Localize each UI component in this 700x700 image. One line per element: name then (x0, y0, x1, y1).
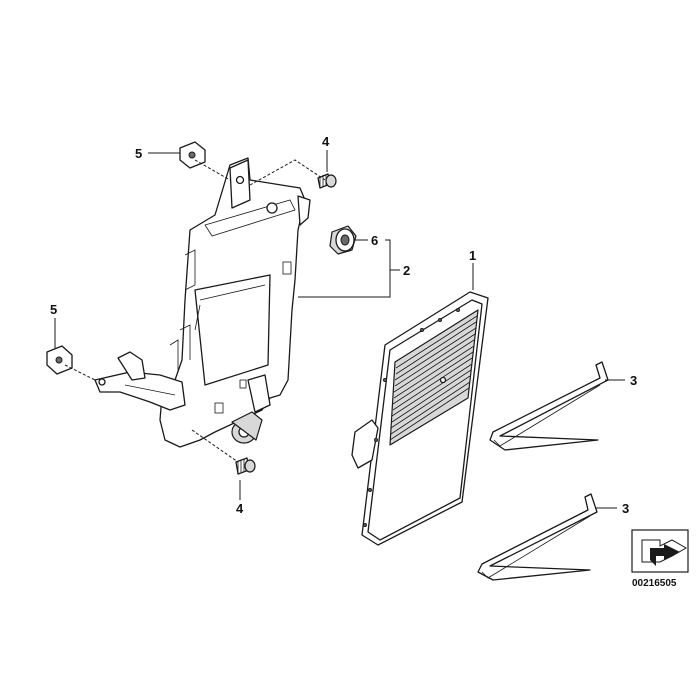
callout-5-upper: 5 (135, 146, 142, 161)
reference-number: 00216505 (632, 578, 677, 589)
rubber-bushing (329, 225, 357, 255)
wire-clip-lower (477, 493, 598, 581)
main-unit (351, 291, 489, 546)
callout-2: 2 (403, 263, 410, 278)
leader-lines (54, 150, 625, 509)
callout-6: 6 (371, 233, 378, 248)
callout-5-left: 5 (50, 302, 57, 317)
reference-box: 00216505 (631, 529, 689, 589)
wire-clip-upper (489, 361, 609, 451)
holder-bracket (94, 157, 311, 448)
arrow-symbol-icon (641, 539, 688, 566)
callout-1: 1 (469, 248, 476, 263)
callout-3-lower: 3 (622, 501, 629, 516)
callout-4-lower: 4 (236, 501, 244, 516)
grille-lines (389, 315, 478, 441)
clip-nut-left (46, 345, 73, 375)
screw-upper (317, 173, 337, 189)
clip-nut-upper (179, 141, 206, 169)
callout-3-upper: 3 (630, 373, 637, 388)
screw-lower (235, 457, 256, 475)
callouts: 5 4 6 2 1 3 3 5 4 (50, 134, 637, 516)
callout-4-upper: 4 (322, 134, 330, 149)
